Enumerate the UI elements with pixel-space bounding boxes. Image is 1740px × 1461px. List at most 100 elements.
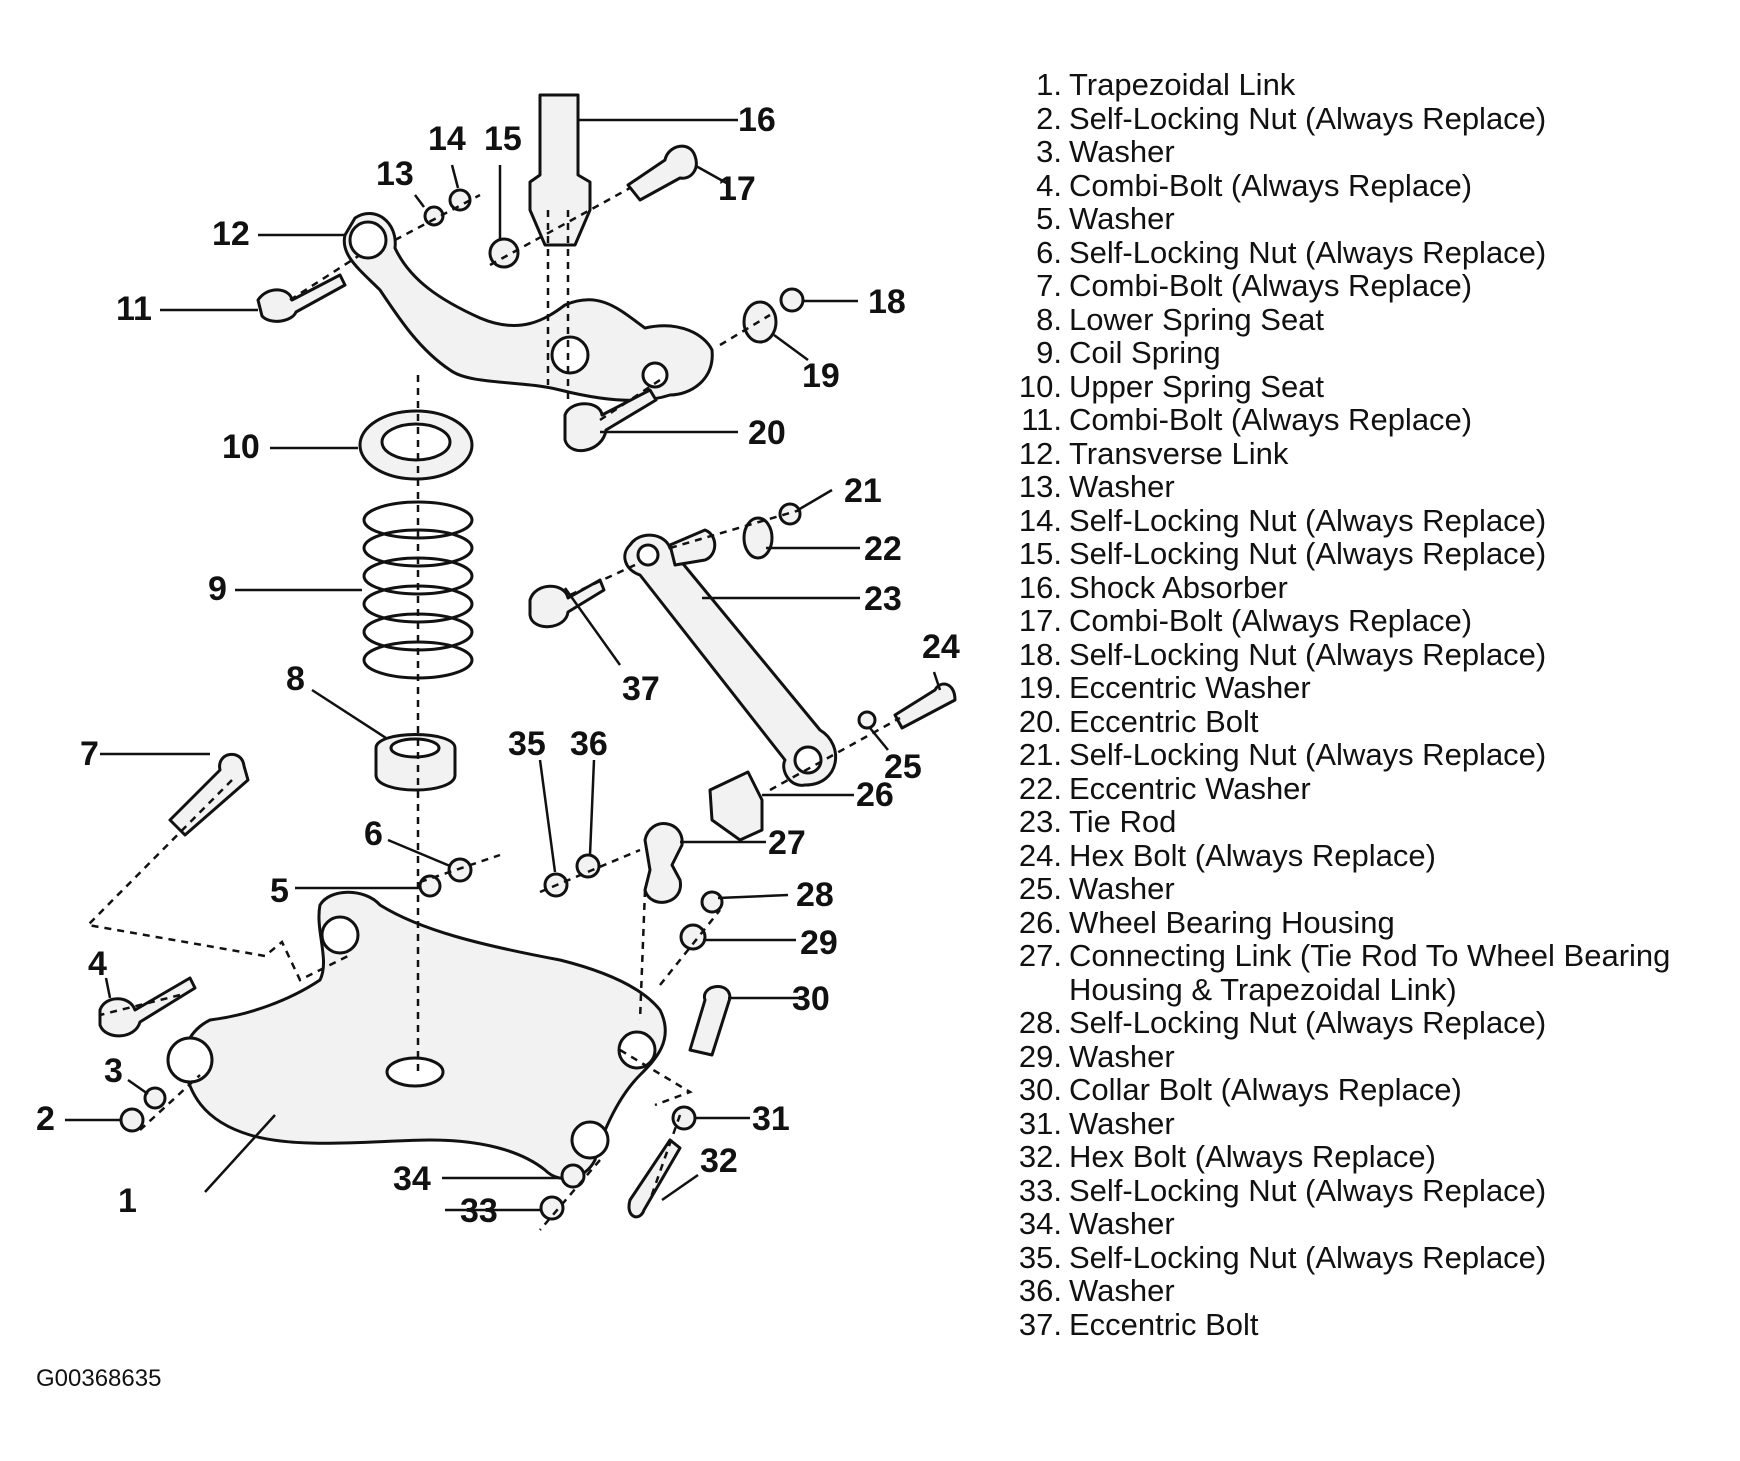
legend-item-number: 7.	[1036, 268, 1062, 303]
nut-33-part	[539, 1195, 565, 1221]
nut-14-part	[448, 188, 472, 212]
legend-item-number: 18.	[1018, 636, 1062, 672]
eccentric-bolt-20-part	[563, 388, 658, 452]
callout-23: 23	[864, 580, 902, 618]
washer-13-part	[423, 205, 445, 227]
callout-6: 6	[364, 815, 383, 853]
callout-22: 22	[864, 530, 902, 568]
nut-6-part	[447, 857, 473, 883]
legend-item-number: 1.	[1036, 67, 1062, 102]
legend-item-number: 8.	[1036, 301, 1062, 337]
legend-item: 17.Combi-Bolt (Always Replace)	[1000, 604, 1730, 638]
washer-29-part	[679, 923, 707, 951]
legend-item-label: Self-Locking Nut (Always Replace)	[1069, 1005, 1547, 1040]
legend-item: 20.Eccentric Bolt	[1000, 703, 1730, 739]
legend-item-number: 3.	[1036, 134, 1062, 169]
legend-item-label: Wheel Bearing Housing	[1069, 904, 1395, 940]
callout-31: 31	[752, 1100, 790, 1138]
callout-2: 2	[36, 1100, 55, 1138]
legend-item: 12.Transverse Link	[1000, 436, 1730, 471]
callout-34: 34	[393, 1160, 431, 1198]
legend-item-number: 6.	[1036, 234, 1062, 270]
legend-item: 3.Washer	[1000, 135, 1730, 169]
legend-item-label: Washer	[1069, 1206, 1175, 1241]
shock-absorber-part	[528, 93, 592, 247]
legend-item-number: 19.	[1018, 670, 1062, 705]
legend-item-label: Eccentric Bolt	[1069, 1306, 1259, 1342]
legend-item: 15.Self-Locking Nut (Always Replace)	[1000, 537, 1730, 571]
legend-item: 33.Self-Locking Nut (Always Replace)	[1000, 1173, 1730, 1208]
callout-leaders	[65, 118, 942, 1212]
tie-rod-part	[623, 533, 837, 787]
legend-item-number: 36.	[1018, 1273, 1062, 1308]
legend-item: 18.Self-Locking Nut (Always Replace)	[1000, 636, 1730, 672]
callout-21: 21	[844, 472, 882, 510]
legend-item-label: Upper Spring Seat	[1069, 368, 1325, 404]
legend-item-label: Self-Locking Nut (Always Replace)	[1069, 536, 1547, 571]
trapezoidal-link-eye-low	[570, 1120, 610, 1160]
legend-item: 8.Lower Spring Seat	[1000, 301, 1730, 337]
legend-item-label: Trapezoidal Link	[1069, 67, 1296, 102]
legend-item: 35.Self-Locking Nut (Always Replace)	[1000, 1239, 1730, 1275]
legend-item-number: 2.	[1036, 100, 1062, 136]
callout-1: 1	[118, 1182, 137, 1220]
legend-item: 30.Collar Bolt (Always Replace)	[1000, 1073, 1730, 1107]
legend-item-number: 35.	[1018, 1239, 1062, 1275]
legend-item-number: 16.	[1018, 569, 1062, 605]
legend-item-label: Eccentric Washer	[1069, 770, 1311, 806]
transverse-link-part	[342, 212, 714, 402]
legend-item: 13.Washer	[1000, 470, 1730, 504]
legend-item-label: Self-Locking Nut (Always Replace)	[1069, 636, 1547, 672]
legend-item: 10.Upper Spring Seat	[1000, 368, 1730, 404]
legend-item-number: 20.	[1018, 703, 1062, 739]
legend-item-label: Hex Bolt (Always Replace)	[1069, 1139, 1436, 1174]
callout-24: 24	[922, 628, 960, 666]
transverse-link-eye-2	[641, 361, 669, 389]
collar-bolt-30-part	[688, 985, 732, 1057]
combi-bolt-17-part	[626, 144, 698, 202]
upper-spring-seat-hole	[380, 422, 452, 462]
callout-numbers: 1 2 3 4 5 6 7 8 9 10 11 12 13 14 15 16 1…	[36, 101, 960, 1230]
callout-29: 29	[800, 924, 838, 962]
legend-item: 34.Washer	[1000, 1207, 1730, 1241]
trapezoidal-link-eye-rear	[320, 915, 360, 955]
legend-item-number: 9.	[1036, 335, 1062, 370]
legend-item: 14.Self-Locking Nut (Always Replace)	[1000, 503, 1730, 538]
legend-item-number: 5.	[1036, 201, 1062, 236]
legend-item-number: 26.	[1018, 904, 1062, 940]
tie-rod-eye-inner	[636, 543, 660, 567]
legend-item-label: Washer	[1069, 134, 1175, 169]
legend-item: 7.Combi-Bolt (Always Replace)	[1000, 269, 1730, 303]
legend-item: 32.Hex Bolt (Always Replace)	[1000, 1140, 1730, 1174]
legend-item: 19.Eccentric Washer	[1000, 671, 1730, 705]
callout-14: 14	[428, 120, 466, 158]
legend-item: 16.Shock Absorber	[1000, 569, 1730, 605]
legend-item-number: 22.	[1018, 770, 1062, 806]
eccentric-washer-19-part	[742, 300, 778, 344]
callout-27: 27	[768, 824, 806, 862]
legend-item: 1.Trapezoidal Link	[1000, 68, 1730, 102]
legend-item-number: 32.	[1018, 1139, 1062, 1174]
callout-9: 9	[208, 570, 227, 608]
combi-bolt-7-part	[168, 753, 250, 837]
callout-10: 10	[222, 428, 260, 466]
legend-item-label: Washer	[1069, 1038, 1175, 1074]
trapezoidal-link-part	[182, 890, 667, 1181]
washer-5-part	[418, 874, 442, 898]
legend-item-label: Lower Spring Seat	[1069, 301, 1325, 337]
legend-item-number: 28.	[1018, 1005, 1062, 1040]
legend-item: 2.Self-Locking Nut (Always Replace)	[1000, 100, 1730, 136]
wheel-bearing-housing-part	[708, 770, 764, 842]
legend-item-number: 21.	[1018, 737, 1062, 772]
legend-item: 25.Washer	[1000, 872, 1730, 906]
legend-item-label: Hex Bolt (Always Replace)	[1069, 837, 1436, 873]
legend-item-number: 24.	[1018, 837, 1062, 873]
legend-item: 24.Hex Bolt (Always Replace)	[1000, 837, 1730, 873]
legend-item-number: 31.	[1018, 1105, 1062, 1141]
hex-bolt-32-part	[627, 1138, 682, 1219]
legend-item-number: 34.	[1018, 1206, 1062, 1241]
exploded-suspension-diagram: 1 2 3 4 5 6 7 8 9 10 11 12 13 14 15 16 1…	[36, 93, 960, 1231]
legend-item-label: Connecting Link (Tie Rod To Wheel Bearin…	[1069, 938, 1671, 973]
callout-17: 17	[718, 170, 756, 208]
legend-item-label: Washer	[1069, 201, 1175, 236]
